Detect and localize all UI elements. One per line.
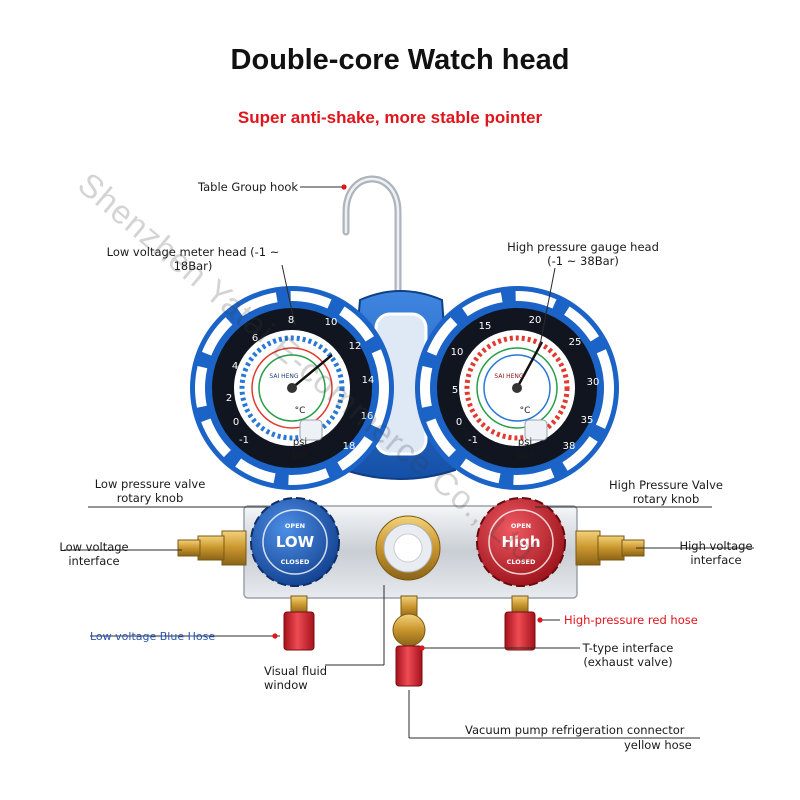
tick-label: 6 [251,333,259,344]
label-high-valve-line1: High Pressure Valve [609,478,723,492]
label-high-gauge-line2: (-1 ~ 38Bar) [547,254,619,268]
high-side-fitting [575,530,645,566]
label-sight-line2: window [264,678,308,692]
tick-label: 5 [451,385,459,396]
tick-label: 4 [231,361,239,372]
tick-label: 8 [287,315,295,326]
tick-label: 2 [225,393,233,404]
tick-label: 30 [586,377,600,388]
tick-label: -1 [239,435,249,446]
high-bottom-port [504,595,536,651]
tick-label: 20 [528,315,542,326]
high-pressure-gauge [415,286,619,490]
leader-lines [64,186,754,739]
label-vacuum-line2: yellow hose [624,738,692,752]
low-side-fitting [177,530,247,566]
tick-label: 16 [360,411,374,422]
tick-label: 10 [324,317,338,328]
low-valve-knob [250,497,340,587]
high-gauge-brand: SAI HENG [494,373,524,380]
label-high-interface-line1: High voltage [679,539,753,553]
high-gauge-degree: °C [519,406,531,416]
low-gauge-unit-psi: psi [292,437,308,448]
low-gauge-unit-bar: bar [291,450,309,461]
label-low-interface-line1: Low voltage [59,540,129,554]
hook-wire [342,175,402,304]
hook-wire-highlight [344,177,400,302]
high-gauge-unit-psi: psi [517,437,533,448]
low-bottom-port [283,595,315,651]
low-pressure-gauge [190,286,394,490]
label-sight-line1: Visual fluid [264,664,328,678]
label-low-interface-line2: interface [68,554,120,568]
center-port [392,595,426,687]
label-low-meter-line2: 18Bar) [173,259,213,273]
low-gauge-brand: SAI HENG [269,373,299,380]
low-knob-open-text: OPEN [284,522,306,530]
label-high-gauge-line1: High pressure gauge head [507,240,659,254]
leader-dots [272,184,543,651]
high-knob-label: High [501,533,541,551]
page-title: Double-core Watch head [230,44,570,76]
label-low-valve-line1: Low pressure valve [94,477,206,491]
tick-label: 10 [450,347,464,358]
low-knob-closed-text: CLOSED [280,558,310,566]
tick-label: 35 [580,415,594,426]
page-subtitle: Super anti-shake, more stable pointer [237,108,543,127]
tick-label: -1 [468,435,478,446]
high-valve-knob [476,497,566,587]
sight-glass [375,515,441,581]
tick-label: 18 [342,441,356,452]
high-gauge-unit-bar: bar [516,450,534,461]
tick-label: 15 [478,321,492,332]
tick-label: 0 [455,417,463,428]
low-knob-label: LOW [275,533,315,551]
tick-label: 0 [232,417,240,428]
tick-label: 12 [348,341,362,352]
label-red-hose: High-pressure red hose [564,613,698,627]
label-high-valve-line2: rotary knob [632,492,700,506]
label-blue-hose: Low voltage Blue Hose [90,630,216,643]
label-high-interface-line2: interface [690,553,742,567]
label-ttype-line2: (exhaust valve) [583,655,673,669]
label-vacuum-line1: Vacuum pump refrigeration connector [465,723,685,737]
label-low-valve-line2: rotary knob [116,491,184,505]
label-ttype-line1: T-type interface [582,641,674,655]
high-knob-closed-text: CLOSED [506,558,536,566]
tick-label: 25 [568,337,582,348]
tick-label: 14 [361,375,375,386]
label-low-meter-line1: Low voltage meter head (-1 ~ [106,245,280,259]
low-gauge-degree: °C [294,406,306,416]
tick-label: 38 [562,441,576,452]
label-hook: Table Group hook [198,180,299,194]
high-knob-open-text: OPEN [510,522,532,530]
